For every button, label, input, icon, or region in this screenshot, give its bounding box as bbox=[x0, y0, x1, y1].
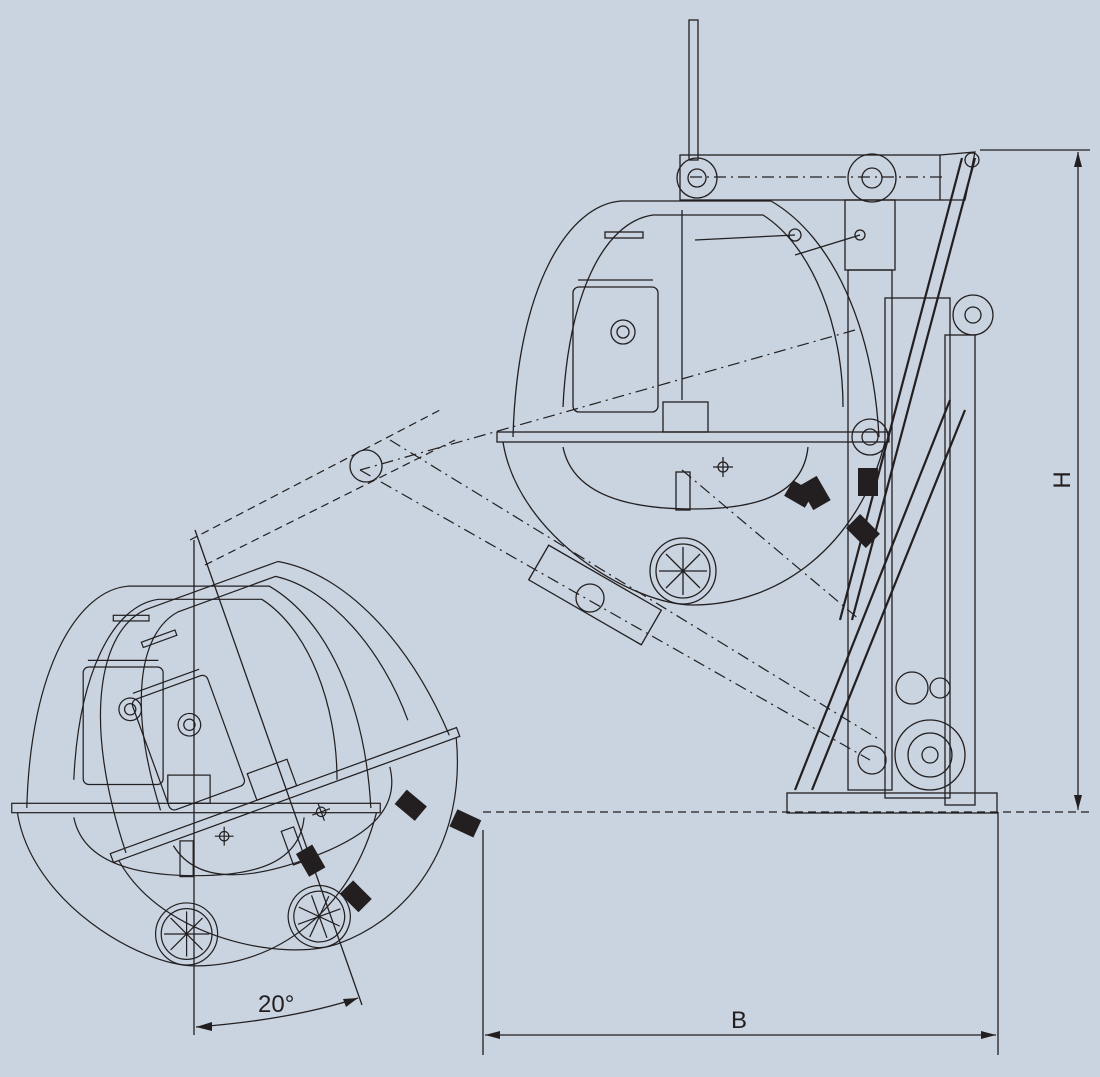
mast bbox=[688, 19, 699, 161]
stowed-lifeboat bbox=[496, 200, 890, 606]
davit-frame bbox=[676, 151, 998, 814]
davit-swing-path bbox=[189, 329, 881, 761]
angle-label: 20° bbox=[258, 991, 294, 1018]
tilted-centerline bbox=[194, 529, 363, 1006]
height-dimension-label: H bbox=[1049, 471, 1076, 488]
width-dimension-label: B bbox=[731, 1007, 747, 1034]
angle-arc bbox=[195, 997, 359, 1028]
